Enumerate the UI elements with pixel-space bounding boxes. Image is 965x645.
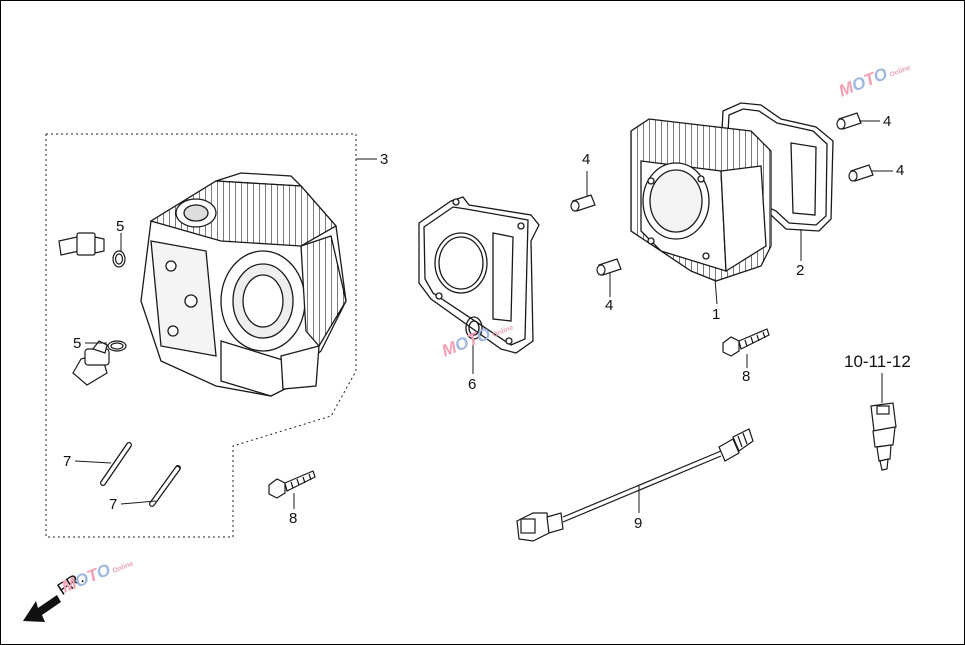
- fitting-upper: [58, 232, 126, 268]
- dowel-d: [848, 164, 874, 182]
- callout-7-upper: 7: [63, 453, 72, 470]
- leader-lines: [74, 120, 893, 513]
- callout-8-left: 8: [289, 510, 298, 527]
- bolt-left: [268, 470, 316, 499]
- callout-8-right: 8: [742, 368, 751, 385]
- callout-4-c: 4: [883, 113, 892, 130]
- front-direction-arrow: [23, 595, 61, 622]
- callout-5-upper: 5: [116, 218, 125, 235]
- callout-9: 9: [634, 515, 643, 532]
- temperature-sensor: [870, 402, 897, 471]
- dowel-a: [570, 194, 596, 212]
- stud-lower: [149, 465, 181, 507]
- callout-4-b: 4: [605, 297, 614, 314]
- cylinder-block: [630, 118, 772, 282]
- callout-10-11-12: 10-11-12: [844, 352, 911, 371]
- head-gasket: [418, 196, 540, 354]
- callout-4-d: 4: [896, 162, 905, 179]
- bolt-right: [722, 328, 770, 357]
- sensor-harness: [516, 428, 754, 542]
- dowel-b: [596, 258, 622, 276]
- callout-5-lower: 5: [73, 335, 82, 352]
- cylinder-head: [140, 172, 347, 397]
- callout-4-a: 4: [582, 151, 591, 168]
- callout-3: 3: [380, 151, 389, 168]
- stud-upper: [100, 442, 132, 486]
- callout-7-lower: 7: [109, 496, 118, 513]
- fitting-lower: [72, 340, 127, 386]
- callout-1: 1: [712, 306, 721, 323]
- dowel-c: [836, 112, 862, 130]
- callout-2: 2: [796, 262, 805, 279]
- callout-6: 6: [468, 376, 477, 393]
